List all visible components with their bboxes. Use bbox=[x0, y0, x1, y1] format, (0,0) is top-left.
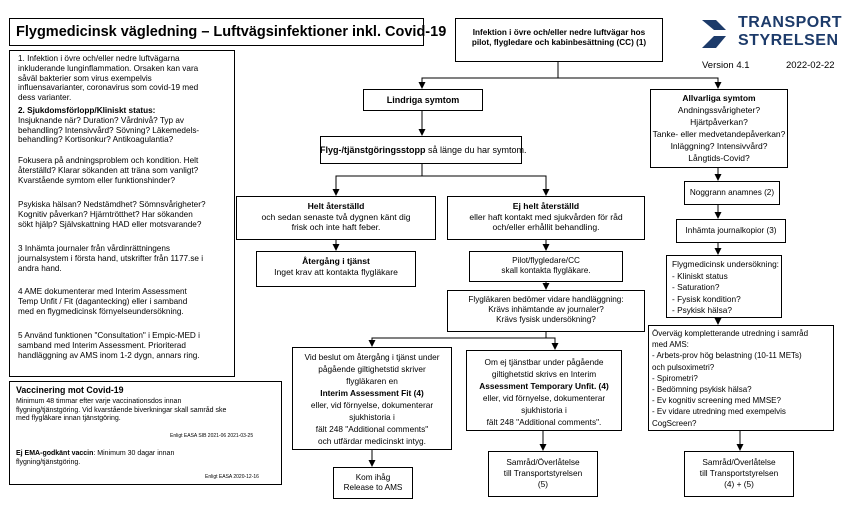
not-recovered-box bbox=[447, 196, 645, 240]
date-label: 2022-02-22 bbox=[786, 60, 835, 71]
start-text: Infektion i övre och/eller nedre luftväg… bbox=[471, 28, 647, 47]
version-label: Version 4.1 bbox=[702, 60, 750, 71]
page-title: Flygmedicinsk vägledning – Luftvägsinfek… bbox=[16, 24, 447, 40]
return-box bbox=[256, 251, 416, 287]
ema-text: Ej EMA-godkänt vaccin: Minimum 30 dagar … bbox=[16, 450, 175, 466]
severe-symptoms-box bbox=[650, 89, 788, 168]
consult-right-box bbox=[684, 451, 794, 497]
logo-line-2: STYRELSEN bbox=[738, 32, 839, 49]
exam-text: Flygmedicinsk undersökning: - Kliniskt s… bbox=[672, 259, 779, 315]
side-notes-box bbox=[9, 50, 235, 377]
mild-symptoms-box bbox=[363, 89, 483, 111]
note-2c: Psykiska hälsan? Nedstämdhet? Sömnsvårig… bbox=[18, 200, 206, 229]
vaccination-title: Vaccinering mot Covid-19 bbox=[16, 385, 124, 395]
anamnesis-label: Noggrann anamnes (2) bbox=[689, 188, 775, 197]
recovered-box bbox=[236, 196, 436, 240]
stop-label: Flyg-/tjänstgöringsstopp så länge du har… bbox=[320, 145, 527, 155]
mild-symptoms-label: Lindriga symtom bbox=[386, 95, 460, 105]
vaccination-ref-2: Enligt EASA 2020-12-16 bbox=[205, 474, 259, 480]
stop-box bbox=[320, 136, 522, 164]
note-1: 1. Infektion i övre och/eller nedre luft… bbox=[18, 54, 199, 103]
records-label: Inhämta journalkopior (3) bbox=[685, 226, 777, 235]
logo-line-1: TRANSPORT bbox=[738, 14, 843, 31]
release-box bbox=[333, 467, 413, 499]
severe-symptoms-text: Allvarliga symtom Andningssvårigheter?Hj… bbox=[652, 93, 786, 163]
doctor-eval-text: Flygläkaren bedömer vidare handläggning:… bbox=[468, 295, 624, 324]
records-box bbox=[676, 219, 786, 243]
supplementary-text: Överväg kompletterande utredning i samrå… bbox=[652, 329, 809, 428]
supplementary-box bbox=[648, 325, 834, 431]
consult-mid-box bbox=[488, 451, 598, 497]
exam-box bbox=[666, 255, 782, 318]
anamnesis-box bbox=[684, 181, 780, 205]
transportstyrelsen-logo: TRANSPORT STYRELSEN bbox=[700, 14, 843, 54]
note-5: 5 Använd funktionen "Consultation" i Emp… bbox=[18, 331, 200, 360]
fit-box bbox=[292, 347, 452, 450]
vaccination-box bbox=[9, 381, 282, 485]
title-box: Flygmedicinsk vägledning – Luftvägsinfek… bbox=[9, 18, 446, 46]
vaccination-ref-1: Enligt EASA SIB 2021-06 2021-03-25 bbox=[170, 433, 254, 439]
unfit-box bbox=[466, 350, 622, 431]
note-2b: Fokusera på andningsproblem och konditio… bbox=[18, 156, 199, 185]
logo-icon bbox=[702, 20, 726, 48]
note-4: 4 AME dokumenterar med Interim Assessmen… bbox=[18, 287, 188, 316]
pilot-contact-box bbox=[469, 251, 623, 282]
vaccination-text: Minimum 48 timmar efter varje vaccinatio… bbox=[16, 398, 227, 422]
note-2: 2. Sjukdomsförlopp/Kliniskt status: Insj… bbox=[18, 106, 200, 145]
start-box bbox=[455, 18, 663, 62]
doctor-eval-box bbox=[447, 290, 645, 332]
note-3: 3 Inhämta journaler från vårdinrättninge… bbox=[18, 244, 204, 273]
